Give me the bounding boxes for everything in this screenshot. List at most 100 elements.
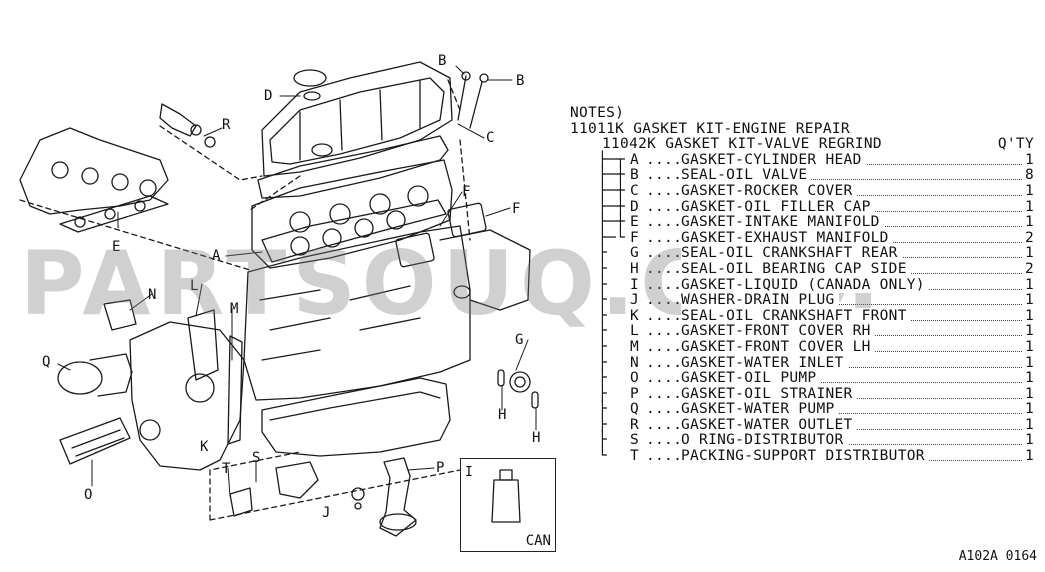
code-dots: .... — [646, 416, 683, 433]
part-code: F — [630, 229, 640, 246]
code-dots: .... — [646, 198, 683, 215]
leader-dots — [681, 413, 1026, 415]
can-label: CAN — [525, 533, 551, 549]
callout-a: A — [212, 248, 221, 264]
tree-connector: ├ — [598, 323, 608, 340]
part-qty: 2 — [1021, 261, 1034, 278]
kit-valve-regrind: 11042K GASKET KIT-VALVE REGRIND — [602, 136, 882, 153]
callout-n: N — [148, 287, 157, 303]
callout-s: S — [252, 450, 261, 466]
callout-f-left: F — [462, 184, 471, 200]
part-qty: 1 — [1021, 355, 1034, 372]
part-name: GASKET-WATER OUTLET — [681, 416, 857, 434]
callout-c: C — [486, 130, 495, 146]
part-qty: 1 — [1021, 339, 1034, 356]
code-dots: .... — [646, 385, 683, 402]
part-name: SEAL-OIL CRANKSHAFT FRONT — [681, 307, 911, 325]
part-code: L — [630, 323, 640, 340]
part-name: GASKET-FRONT COVER LH — [681, 338, 875, 356]
part-code: J — [630, 292, 640, 309]
callout-p: P — [436, 460, 445, 476]
part-code: E — [630, 214, 640, 231]
callout-b-left: B — [438, 53, 447, 69]
callout-h-right: H — [532, 430, 541, 446]
code-dots: .... — [646, 167, 683, 184]
part-name: GASKET-WATER PUMP — [681, 401, 839, 418]
part-code: Q — [630, 401, 640, 418]
part-name: GASKET-INTAKE MANIFOLD — [681, 214, 884, 231]
code-dots: .... — [646, 245, 683, 262]
tree-connector: ├ — [598, 260, 608, 277]
part-name: GASKET-EXHAUST MANIFOLD — [681, 229, 893, 247]
engine-gasket-exploded-diagram — [19, 61, 539, 537]
leader-dots — [681, 382, 1026, 384]
part-code: C — [630, 182, 640, 199]
tree-connector: ├─┼ — [598, 198, 626, 215]
callout-m: M — [230, 301, 239, 317]
part-name: GASKET-WATER INLET — [681, 354, 848, 372]
part-qty: 1 — [1021, 324, 1034, 340]
leader-dots — [681, 304, 1026, 306]
part-name: GASKET-OIL STRAINER — [681, 385, 857, 403]
code-dots: .... — [646, 276, 683, 293]
callout-o: O — [84, 487, 93, 503]
tree-connector: ├ — [598, 370, 608, 387]
liquid-gasket-can-box: I CAN — [460, 458, 556, 552]
rocker-cover-drawing — [261, 61, 453, 177]
leader-dots — [681, 444, 1026, 446]
tree-connector: ├─└ — [598, 229, 626, 246]
part-qty: 1 — [1021, 183, 1034, 200]
code-dots: .... — [646, 401, 683, 418]
leader-dots — [681, 366, 1026, 368]
oil-pan-drawing — [261, 377, 451, 457]
tree-connector: ├─┼ — [598, 214, 626, 231]
part-name: SEAL-OIL VALVE — [681, 167, 812, 184]
callout-e: E — [112, 239, 121, 255]
callout-t: T — [222, 461, 231, 477]
front-cover-drawing — [129, 309, 245, 471]
code-dots: .... — [646, 292, 683, 309]
part-name: GASKET-ROCKER COVER — [681, 182, 857, 200]
code-dots: .... — [646, 151, 683, 168]
tree-connector: ├ — [598, 401, 608, 418]
tree-connector: ├ — [598, 385, 608, 402]
diagram-reference-code: A102A 0164 — [958, 549, 1037, 564]
qty-header: Q'TY — [997, 136, 1034, 153]
part-code: R — [630, 416, 640, 433]
parts-notes: NOTES) 11011K GASKET KIT-ENGINE REPAIR 1… — [570, 105, 1040, 465]
exhaust-gasket-1 — [395, 232, 435, 268]
kit-engine-repair: 11011K GASKET KIT-ENGINE REPAIR — [570, 120, 850, 137]
part-qty: 1 — [1021, 433, 1034, 450]
part-qty: 2 — [1021, 230, 1034, 247]
code-dots: .... — [646, 260, 683, 277]
code-dots: .... — [646, 214, 683, 231]
part-code: P — [630, 385, 640, 402]
callout-h-left: H — [498, 407, 507, 423]
callout-g: G — [515, 332, 524, 348]
part-name: O RING-DISTRIBUTOR — [681, 432, 848, 449]
code-dots: .... — [646, 182, 683, 199]
part-qty: 1 — [1021, 199, 1034, 216]
tree-connector: └ — [598, 448, 608, 465]
part-name: GASKET-OIL PUMP — [681, 370, 821, 387]
part-code: M — [630, 338, 640, 355]
part-code: H — [630, 260, 640, 277]
tree-connector: ├ — [598, 338, 608, 355]
part-qty: 1 — [1021, 308, 1034, 325]
part-qty: 8 — [1021, 168, 1034, 184]
code-dots: .... — [646, 448, 683, 465]
part-qty: 1 — [1021, 152, 1034, 169]
callout-d: D — [264, 88, 273, 104]
